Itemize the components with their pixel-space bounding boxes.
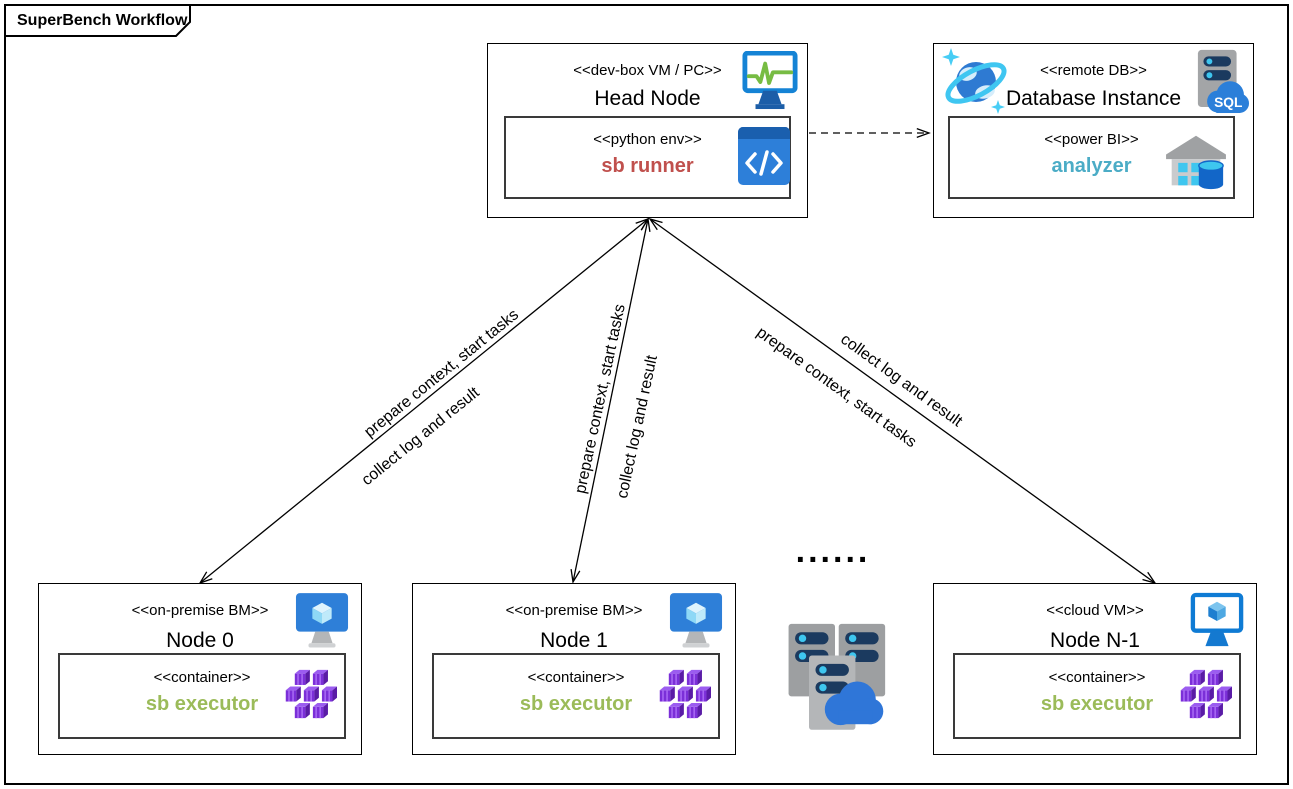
head-node-name: Head Node — [594, 87, 701, 110]
nodeN-executor-stereotype: <<container>> — [1048, 669, 1146, 686]
head-node-box: <<dev-box VM / PC>> Head Node <<python e… — [487, 43, 808, 218]
node1-box: <<on-premise BM>> Node 1 <<container>> s… — [412, 583, 736, 755]
title-tab-shape — [4, 4, 191, 37]
nodeN-box: <<cloud VM>> Node N-1 <<container>> sb e… — [933, 583, 1257, 755]
sb-runner-name: sb runner — [601, 155, 694, 177]
more-nodes-ellipsis: ...... — [795, 532, 871, 570]
nodeN-executor-box: <<container>> sb executor — [953, 653, 1241, 739]
edge-headnode-nodeN — [648, 217, 1157, 585]
vm-blue-icon — [669, 593, 723, 648]
node1-name: Node 1 — [540, 629, 608, 652]
nodeN-executor-name: sb executor — [1040, 693, 1154, 715]
diagram-frame — [4, 4, 1289, 785]
code-icon — [738, 127, 790, 185]
sb-runner-stereotype: <<python env>> — [593, 131, 702, 148]
nodeN-stereotype: <<cloud VM>> — [1046, 602, 1144, 619]
analyzer-box: <<power BI>> analyzer — [948, 116, 1235, 199]
edge-headnode-database — [809, 127, 931, 139]
node0-executor-box: <<container>> sb executor — [58, 653, 346, 739]
node1-executor-name: sb executor — [519, 693, 633, 715]
node0-stereotype: <<on-premise BM>> — [131, 602, 269, 619]
containers-icon — [1180, 669, 1232, 719]
database-instance-box: <<remote DB>> Database Instance SQL <<po… — [933, 43, 1254, 218]
analyzer-stereotype: <<power BI>> — [1044, 131, 1139, 148]
monitor-pulse-icon — [742, 51, 798, 110]
vm-blue-icon — [295, 593, 349, 648]
sql-badge-text: SQL — [1214, 94, 1242, 110]
node0-name: Node 0 — [166, 629, 234, 652]
node0-executor-name: sb executor — [145, 693, 259, 715]
head-node-stereotype: <<dev-box VM / PC>> — [573, 62, 722, 79]
sb-runner-box: <<python env>> sb runner — [504, 116, 791, 199]
diagram-title: SuperBench Workflow — [17, 12, 188, 29]
data-warehouse-icon — [1166, 135, 1226, 190]
containers-icon — [285, 669, 337, 719]
sql-server-icon: SQL — [1197, 49, 1250, 114]
edge-headnode-node0 — [198, 217, 650, 585]
analyzer-name: analyzer — [1051, 155, 1132, 177]
server-farm-cloud-icon — [788, 623, 886, 730]
database-stereotype: <<remote DB>> — [1040, 62, 1147, 79]
edge-headnode-node1 — [570, 217, 651, 584]
nodeN-name: Node N-1 — [1050, 629, 1140, 652]
containers-icon — [659, 669, 711, 719]
node0-executor-stereotype: <<container>> — [153, 669, 251, 686]
node1-executor-box: <<container>> sb executor — [432, 653, 720, 739]
vm-outline-icon — [1190, 592, 1244, 647]
cosmos-db-icon — [942, 48, 1007, 114]
node1-stereotype: <<on-premise BM>> — [505, 602, 643, 619]
database-name: Database Instance — [1005, 87, 1182, 110]
node1-executor-stereotype: <<container>> — [527, 669, 625, 686]
node0-box: <<on-premise BM>> Node 0 <<container>> s… — [38, 583, 362, 755]
